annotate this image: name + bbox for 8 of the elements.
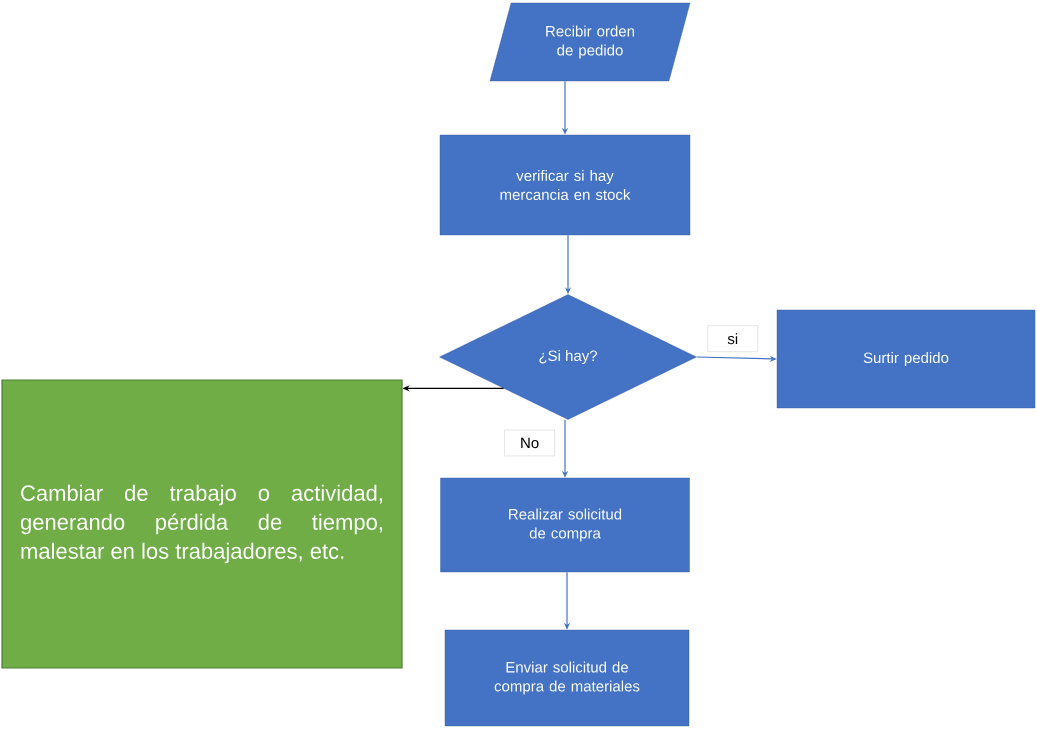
process-box: verificar si hay mercancia en stock xyxy=(439,134,691,236)
process-box: Surtir pedido xyxy=(776,309,1036,409)
process-box: Realizar solicitud de compra xyxy=(440,477,690,573)
edge-label: No xyxy=(504,429,555,457)
edge-label: si xyxy=(707,325,758,352)
process-box: Enviar solicitud de compra de materiales xyxy=(444,629,690,727)
note-box: Cambiar de trabajo o actividad, generando pérdida de tiempo, malestar en los trabajadores, etc. xyxy=(1,379,403,669)
input-parallelogram: Recibir orden de pedido xyxy=(489,2,691,82)
